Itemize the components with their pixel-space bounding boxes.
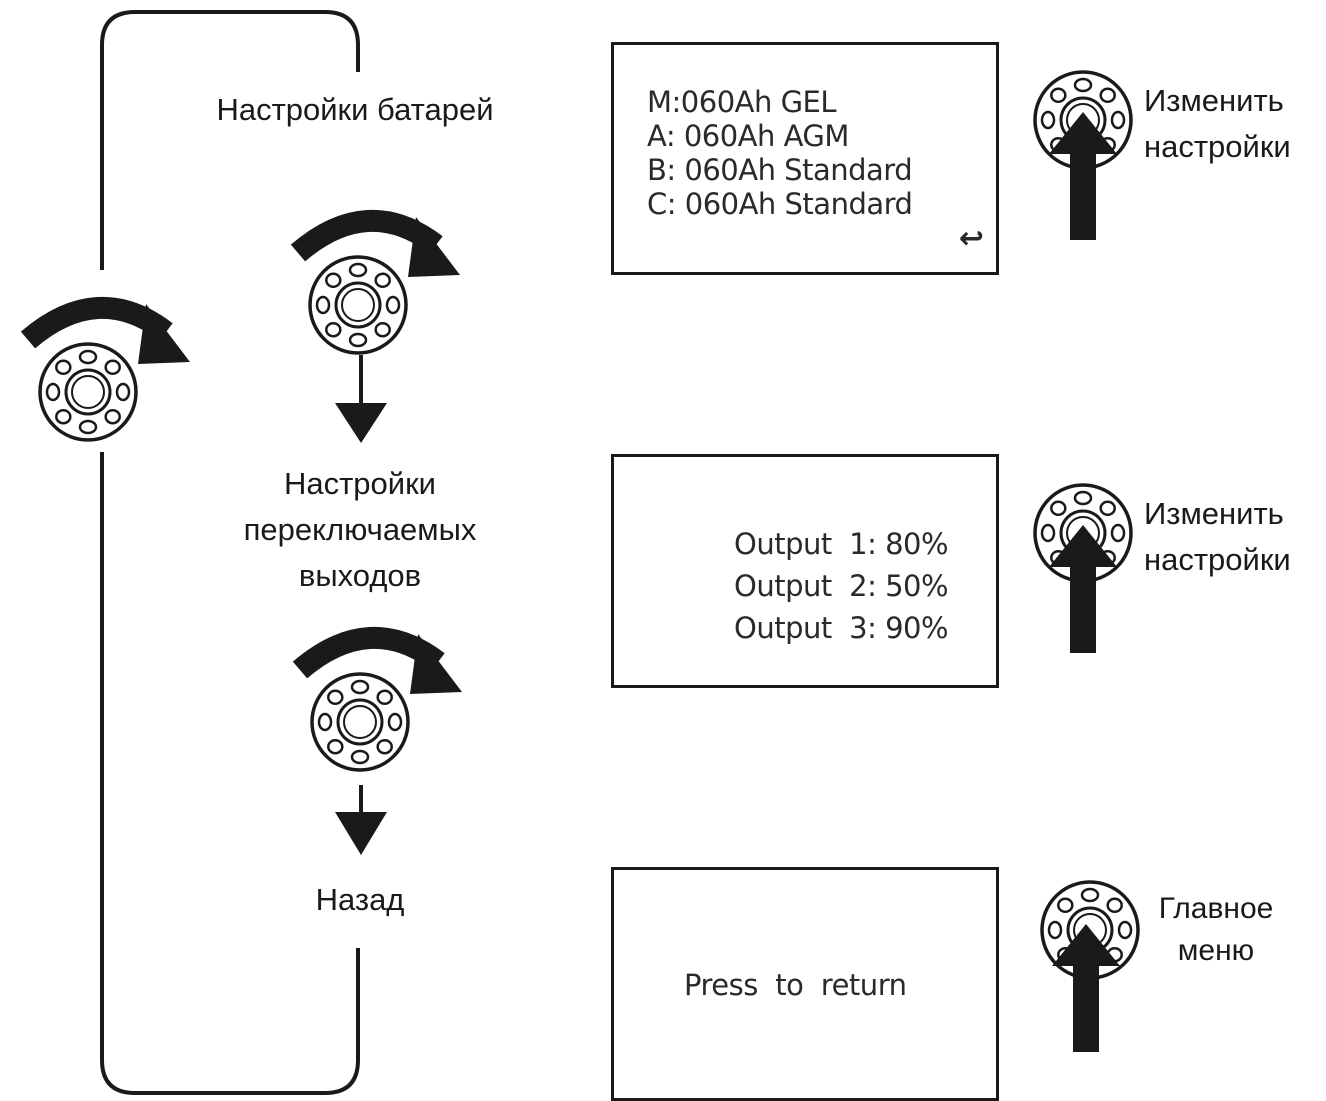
- action-label-line: Изменить: [1144, 83, 1284, 118]
- lcd-line: Press to return: [684, 968, 907, 1002]
- lcd-line: B: 060Ah Standard: [647, 153, 913, 187]
- lcd-line: Output 3: 90%: [734, 611, 949, 645]
- push-knob-icon: [1033, 483, 1133, 653]
- menu-label-line: Настройки: [283, 466, 436, 501]
- lcd-line: A: 060Ah AGM: [647, 119, 849, 153]
- action-label-line: Изменить: [1144, 496, 1284, 531]
- lcd-line: M:060Ah GEL: [647, 85, 837, 119]
- lcd-screen-battery: M:060Ah GEL A: 060Ah AGM B: 060Ah Standa…: [611, 42, 999, 275]
- menu-label-line: переключаемых: [243, 512, 477, 547]
- action-label-line: настройки: [1144, 129, 1291, 164]
- push-knob-icon: [1033, 70, 1133, 240]
- lcd-screen-back: Press to return: [611, 867, 999, 1101]
- action-label-main-menu: Главное меню: [1148, 888, 1284, 972]
- action-label-line: настройки: [1144, 542, 1291, 577]
- lcd-screen-outputs: Output 1: 80% Output 2: 50% Output 3: 90…: [611, 454, 999, 688]
- lcd-line: C: 060Ah Standard: [647, 187, 913, 221]
- lcd-line: Output 1: 80%: [734, 527, 949, 561]
- loop-line-top: [100, 10, 360, 270]
- return-arrow-icon: ↩: [958, 221, 984, 256]
- action-label-change-settings: Изменить настройки: [1144, 78, 1291, 170]
- rotate-knob-icon: [298, 217, 460, 355]
- action-label-line: Главное: [1158, 892, 1274, 925]
- menu-label-battery-settings: Настройки батарей: [216, 92, 494, 127]
- arrow-down-icon: [335, 355, 387, 443]
- push-knob-icon: [1040, 880, 1140, 1052]
- loop-line-bottom: [100, 452, 360, 1095]
- menu-label-switched-outputs: Настройки переключаемых выходов: [190, 461, 530, 599]
- arrow-down-icon: [335, 785, 387, 855]
- action-label-change-settings: Изменить настройки: [1144, 491, 1291, 583]
- lcd-line: Output 2: 50%: [734, 569, 949, 603]
- menu-label-back: Назад: [315, 882, 405, 917]
- rotate-knob-icon: [300, 634, 462, 772]
- action-label-line: меню: [1177, 934, 1255, 967]
- rotate-knob-icon: [28, 304, 190, 442]
- menu-label-line: выходов: [298, 558, 422, 593]
